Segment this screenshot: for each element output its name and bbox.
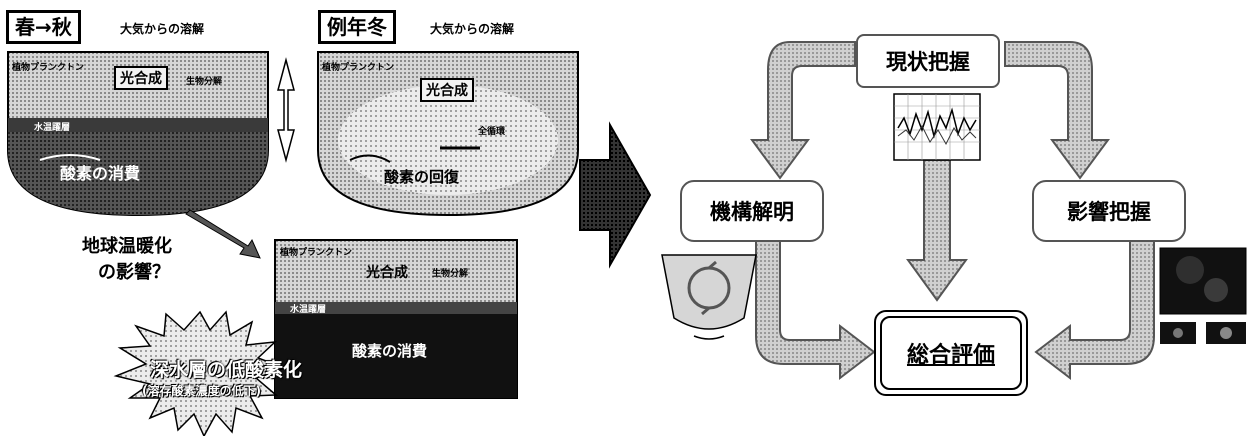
winter-mixing-label: 全循環 bbox=[478, 127, 506, 137]
winter-lake bbox=[317, 51, 579, 217]
warming-question-line2: の影響？ bbox=[98, 262, 170, 283]
future-thermocline-label: 水温躍層 bbox=[290, 305, 327, 315]
current-state-box: 現状把握 bbox=[856, 34, 1000, 88]
spring-autumn-thermocline-label: 水温躍層 bbox=[34, 123, 71, 133]
flow-diagram-arrows bbox=[661, 41, 1247, 381]
warming-question-line1: 地球温暖化 bbox=[82, 236, 172, 257]
spring-autumn-plankton-label: 植物プランクトン bbox=[12, 63, 85, 73]
arrow-mechanism-to-evaluation bbox=[755, 237, 876, 381]
evaluation-box-outer: 総合評価 bbox=[874, 310, 1028, 396]
future-decomposition-label: 生物分解 bbox=[432, 269, 469, 279]
winter-label: 例年冬 bbox=[318, 10, 396, 44]
mechanism-box: 機構解明 bbox=[680, 180, 824, 242]
spring-autumn-photosynthesis-label: 光合成 bbox=[114, 66, 168, 90]
arrow-impact-to-evaluation bbox=[1034, 237, 1155, 381]
arrow-to-mechanism bbox=[750, 41, 856, 180]
burst-text-line2: (溶存酸素濃度の低下) bbox=[142, 384, 261, 398]
winter-recovery-label: 酸素の回復 bbox=[384, 168, 460, 186]
arrow-to-impact bbox=[1004, 41, 1110, 180]
spring-autumn-decomposition-label: 生物分解 bbox=[186, 77, 223, 87]
future-consumption-label: 酸素の消費 bbox=[352, 342, 428, 360]
arrow-to-evaluation-center bbox=[906, 159, 968, 302]
future-photosynthesis-label: 光合成 bbox=[366, 265, 408, 281]
future-plankton-label: 植物プランクトン bbox=[280, 248, 353, 258]
circulation-model-icon bbox=[661, 254, 757, 340]
seasonal-exchange-arrow bbox=[277, 57, 295, 163]
impact-map-thumbnail bbox=[1159, 247, 1247, 344]
spring-autumn-lake bbox=[7, 51, 269, 217]
burst-text-line1: 深水層の低酸素化 bbox=[150, 359, 303, 381]
monitoring-chart-thumbnail bbox=[893, 93, 981, 161]
spring-autumn-consumption-label: 酸素の消費 bbox=[60, 164, 141, 183]
hypoxia-starburst bbox=[113, 310, 288, 436]
lake-diagram-graphics bbox=[7, 51, 579, 436]
transition-arrow bbox=[579, 121, 652, 269]
spring-autumn-label: 春→秋 bbox=[6, 10, 81, 44]
winter-plankton-label: 植物プランクトン bbox=[322, 63, 395, 73]
winter-atmosphere-label: 大気からの溶解 bbox=[430, 22, 515, 36]
warming-arrow bbox=[185, 209, 261, 259]
evaluation-box: 総合評価 bbox=[880, 316, 1022, 390]
impact-box: 影響把握 bbox=[1032, 180, 1186, 242]
spring-autumn-atmosphere-label: 大気からの溶解 bbox=[120, 22, 205, 36]
winter-photosynthesis-label: 光合成 bbox=[420, 78, 474, 102]
future-lake bbox=[274, 239, 518, 399]
